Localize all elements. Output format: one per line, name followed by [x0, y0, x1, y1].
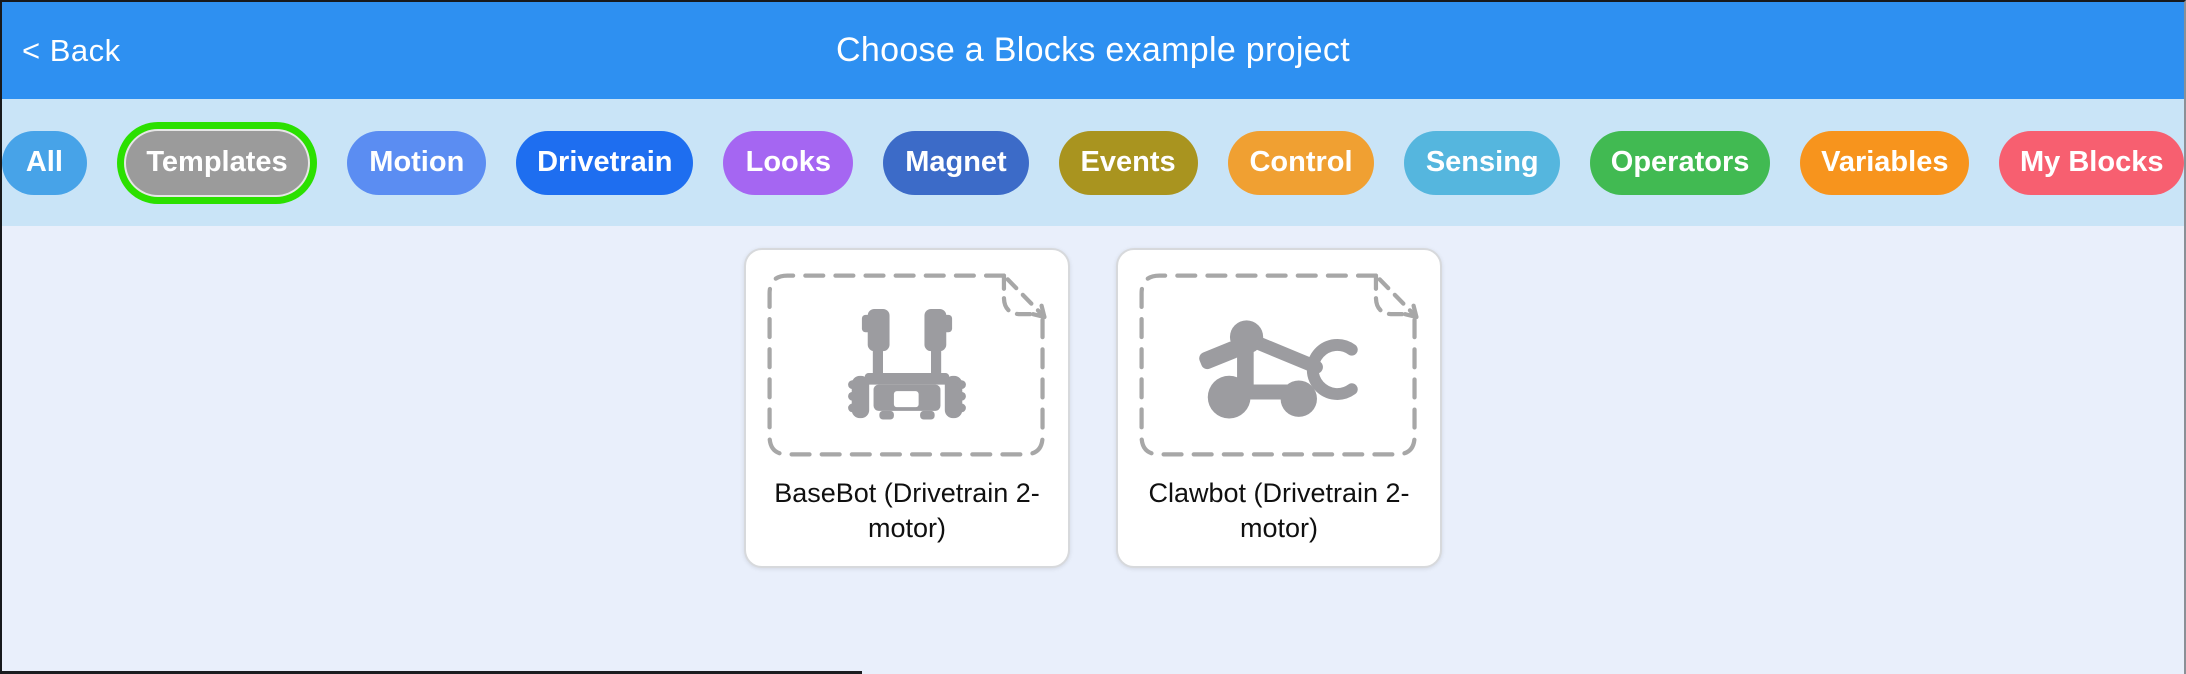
project-card-clawbot-drivetrain-2-motor[interactable]: Clawbot (Drivetrain 2-motor)	[1116, 248, 1442, 568]
filter-pill-magnet[interactable]: Magnet	[883, 130, 1029, 195]
project-thumbnail	[763, 268, 1051, 462]
filter-pill-drivetrain[interactable]: Drivetrain	[516, 130, 694, 195]
filter-pill-my-blocks[interactable]: My Blocks	[1999, 130, 2184, 195]
project-card-label: Clawbot (Drivetrain 2-motor)	[1148, 478, 1410, 543]
project-list-area: BaseBot (Drivetrain 2-motor) Clawbot (Dr…	[2, 226, 2184, 674]
project-card-basebot-drivetrain-2-motor[interactable]: BaseBot (Drivetrain 2-motor)	[744, 248, 1070, 568]
dialog-header: < Back Choose a Blocks example project	[2, 2, 2184, 99]
filter-pill-looks[interactable]: Looks	[723, 130, 854, 195]
project-cards-row: BaseBot (Drivetrain 2-motor) Clawbot (Dr…	[2, 226, 2184, 568]
filter-pill-all[interactable]: All	[2, 130, 87, 195]
category-filter-bar: All Templates Motion Drivetrain Looks Magnet E…	[2, 99, 2184, 226]
project-card-label: BaseBot (Drivetrain 2-motor)	[774, 478, 1040, 543]
filter-pill-templates[interactable]: Templates	[125, 130, 309, 195]
clawbot-robot-icon	[1199, 319, 1358, 419]
dashed-placeholder-frame-icon	[767, 273, 1047, 457]
filter-pill-motion[interactable]: Motion	[347, 130, 487, 195]
dashed-placeholder-frame-icon	[1139, 273, 1419, 457]
filter-pill-operators[interactable]: Operators	[1590, 130, 1771, 195]
filter-pill-events[interactable]: Events	[1058, 130, 1198, 195]
filter-pill-control[interactable]: Control	[1227, 130, 1375, 195]
screen-edge-artifact	[2, 671, 862, 674]
dialog-title: Choose a Blocks example project	[836, 31, 1350, 69]
basebot-robot-icon	[848, 309, 966, 420]
filter-pill-variables[interactable]: Variables	[1800, 130, 1970, 195]
back-button[interactable]: < Back	[22, 32, 121, 68]
filter-pill-sensing[interactable]: Sensing	[1404, 130, 1561, 195]
project-thumbnail	[1135, 268, 1423, 462]
